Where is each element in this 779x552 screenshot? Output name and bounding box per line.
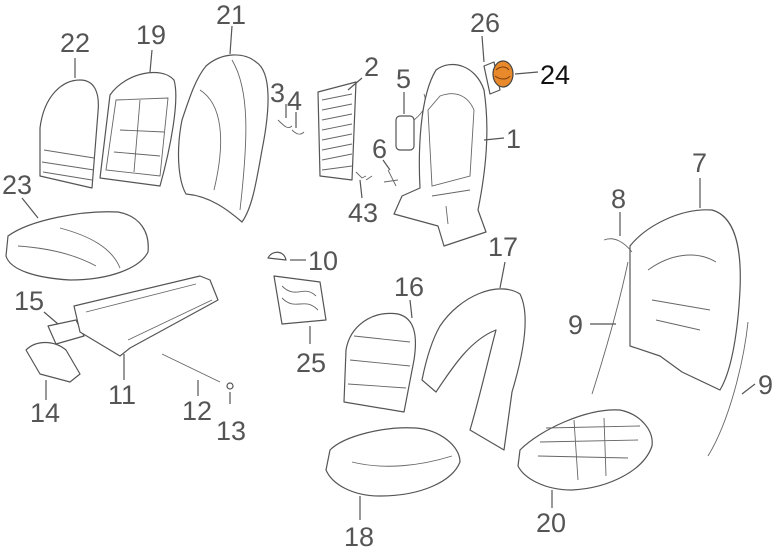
label-9-left: 9 bbox=[568, 310, 583, 340]
part-4-clip[interactable] bbox=[291, 129, 305, 135]
label-5: 5 bbox=[396, 64, 411, 94]
label-18: 18 bbox=[344, 522, 374, 552]
part-21-side-bolster-cover[interactable] bbox=[177, 54, 269, 223]
part-20-seat-base[interactable] bbox=[517, 409, 653, 491]
part-9-cable-right[interactable] bbox=[707, 321, 749, 457]
part-5-motor[interactable] bbox=[395, 93, 426, 151]
part-14-side-cover[interactable] bbox=[25, 341, 81, 383]
label-16: 16 bbox=[394, 272, 424, 302]
label-12: 12 bbox=[182, 396, 212, 426]
label-2: 2 bbox=[364, 52, 379, 82]
label-8: 8 bbox=[611, 184, 626, 214]
label-3: 3 bbox=[270, 78, 285, 108]
part-8-strap[interactable] bbox=[603, 238, 633, 253]
label-26: 26 bbox=[470, 8, 500, 38]
label-25: 25 bbox=[296, 348, 326, 378]
part-6-bolt[interactable] bbox=[383, 169, 399, 187]
label-21: 21 bbox=[216, 0, 246, 30]
part-7-back-shell[interactable] bbox=[629, 209, 741, 391]
label-4: 4 bbox=[287, 86, 302, 116]
part-25-heater-pad[interactable] bbox=[273, 275, 327, 325]
part-24-knob[interactable] bbox=[492, 60, 514, 88]
part-11-seat-rail[interactable] bbox=[73, 275, 219, 357]
part-2-back-panel[interactable] bbox=[317, 81, 357, 181]
part-18-seat-cushion[interactable] bbox=[325, 427, 461, 497]
part-16-backrest-pad[interactable] bbox=[343, 312, 417, 413]
part-3-clip[interactable] bbox=[277, 119, 293, 129]
label-22: 22 bbox=[60, 28, 90, 58]
label-19: 19 bbox=[136, 20, 166, 50]
label-13: 13 bbox=[216, 416, 246, 446]
label-6: 6 bbox=[372, 134, 387, 164]
label-20: 20 bbox=[536, 508, 566, 538]
leader-lines bbox=[21, 25, 756, 520]
part-12-cable[interactable] bbox=[161, 353, 221, 383]
label-1: 1 bbox=[506, 124, 521, 154]
part-10-clip[interactable] bbox=[267, 251, 287, 261]
label-9-right: 9 bbox=[758, 370, 773, 400]
part-15-bracket[interactable] bbox=[47, 319, 85, 345]
label-43: 43 bbox=[348, 198, 378, 228]
part-43-screws[interactable] bbox=[355, 171, 373, 181]
label-7: 7 bbox=[692, 148, 707, 178]
label-24: 24 bbox=[540, 60, 570, 90]
part-26-trim-strip[interactable] bbox=[483, 61, 501, 95]
part-1-seatback-frame[interactable] bbox=[393, 63, 488, 247]
part-13-screw[interactable] bbox=[226, 382, 234, 390]
label-17: 17 bbox=[488, 232, 518, 262]
label-11: 11 bbox=[108, 380, 136, 410]
part-19-backrest-pad[interactable] bbox=[99, 72, 177, 187]
part-23-seat-cushion-cover[interactable] bbox=[5, 211, 149, 281]
label-14: 14 bbox=[30, 398, 60, 428]
label-23: 23 bbox=[2, 170, 32, 200]
label-10: 10 bbox=[308, 246, 338, 276]
part-9-cable-left[interactable] bbox=[591, 261, 629, 395]
part-22-backrest-cover[interactable] bbox=[39, 79, 99, 189]
label-15: 15 bbox=[14, 286, 44, 316]
part-17-side-bolster[interactable] bbox=[421, 288, 526, 451]
